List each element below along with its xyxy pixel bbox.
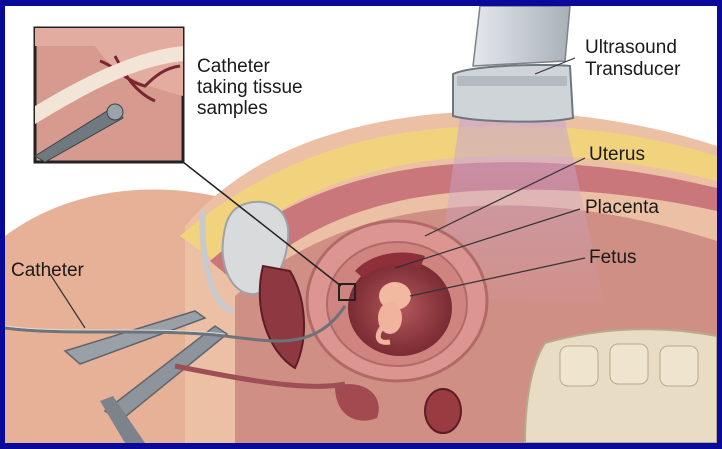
- inset-caption: Catheter taking tissue samples: [197, 56, 303, 119]
- inset-catheter-tip: [107, 104, 123, 120]
- transducer-band: [457, 76, 567, 86]
- illustration-panel: Catheter taking tissue samples Ultrasoun…: [5, 6, 717, 443]
- inset-caption-line-2: taking tissue: [197, 77, 303, 98]
- bowel-loop: [425, 389, 461, 433]
- label-placenta: Placenta: [585, 198, 659, 218]
- vertebra-2: [610, 344, 648, 384]
- label-uterus: Uterus: [589, 145, 645, 165]
- label-ultrasound-line-2: Transducer: [585, 60, 680, 80]
- inset-caption-line-3: samples: [197, 98, 303, 119]
- label-ultrasound-line-1: Ultrasound: [585, 38, 677, 58]
- label-catheter: Catheter: [11, 261, 84, 281]
- transducer-head: [453, 65, 573, 122]
- vertebra-3: [660, 346, 698, 386]
- vertebra-1: [560, 346, 598, 386]
- transducer-handle: [473, 6, 570, 66]
- inset-caption-line-1: Catheter: [197, 56, 303, 77]
- label-fetus: Fetus: [589, 248, 637, 268]
